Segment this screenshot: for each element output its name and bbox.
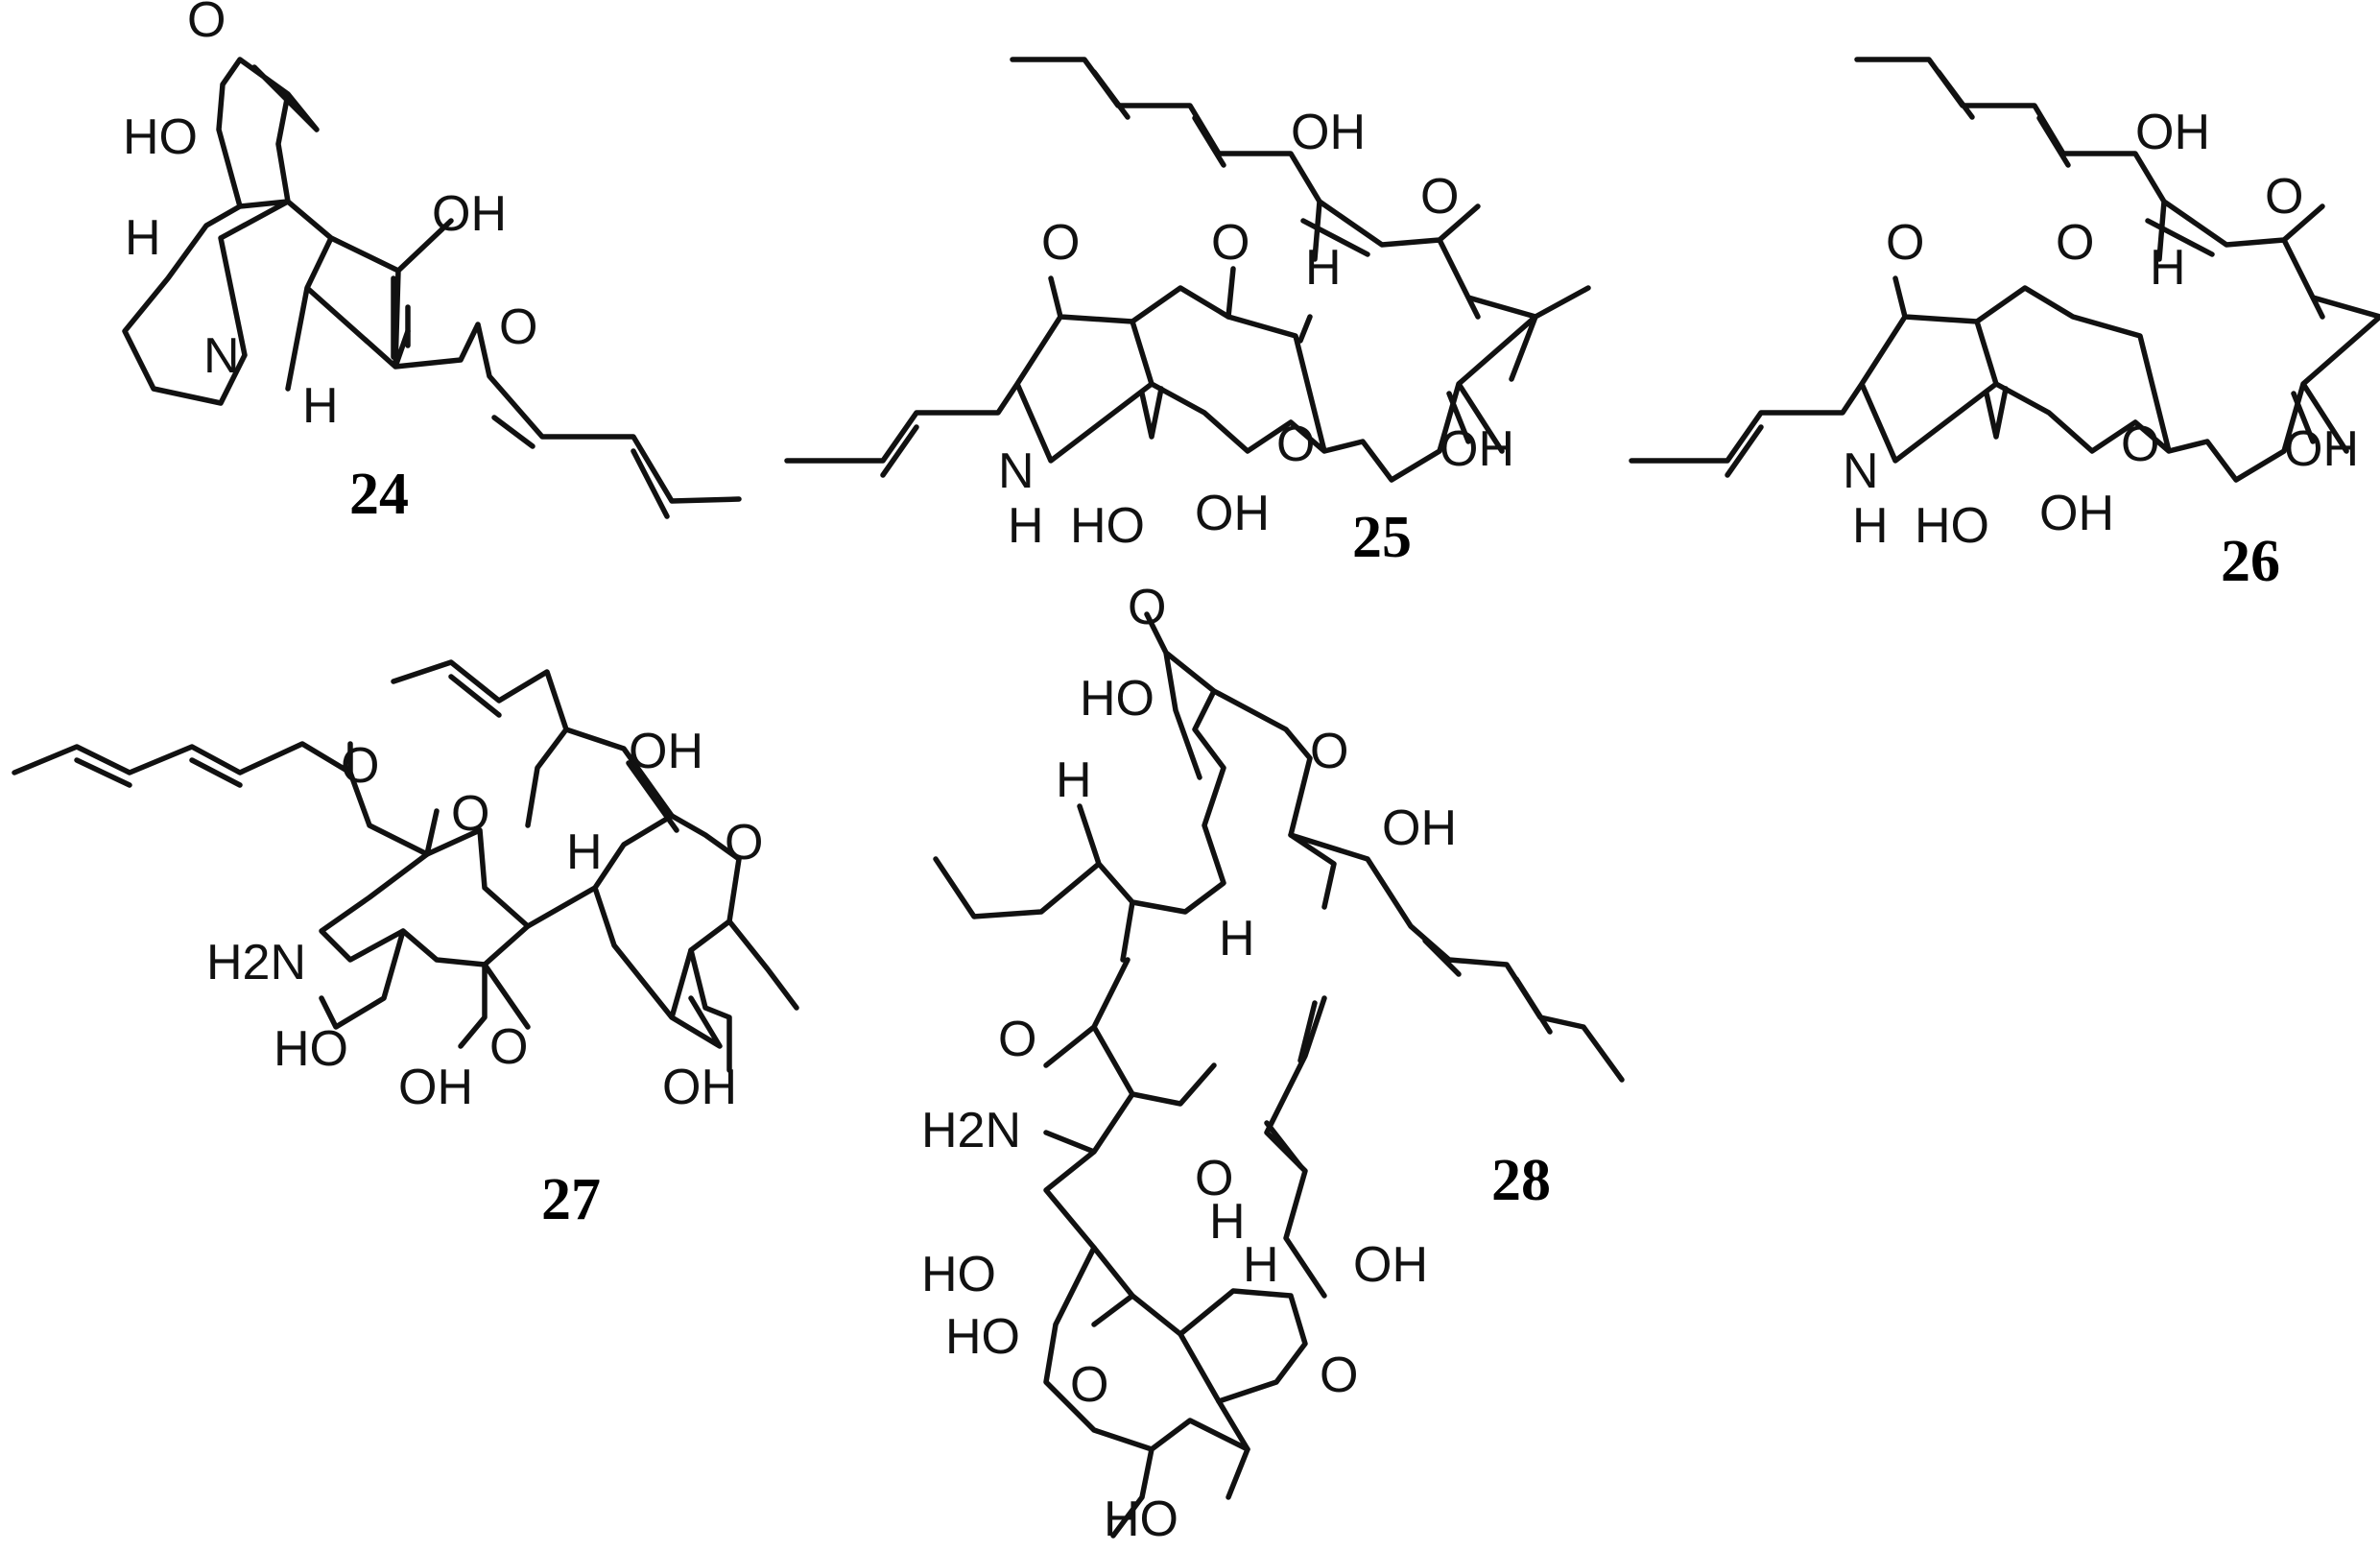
compound-27-oh-top: OH — [629, 724, 703, 779]
compound-28-h-ring2: H — [1243, 1237, 1279, 1293]
compound-24-ho: HO — [123, 109, 198, 165]
compound-28-oh-enol: OH — [1382, 800, 1457, 856]
compound-25-label: 25 — [1352, 505, 1412, 570]
compound-28-h2n: H2N — [921, 1103, 1021, 1158]
compound-28-structure: O HO H O OH H O H2N O H H OH HO HO O O H… — [921, 580, 1625, 1547]
compound-28-o-amide: O — [998, 1012, 1036, 1067]
compound-25-ho-bottom: HO — [1070, 498, 1145, 554]
compound-26-structure: OH O O O H OH O N H HO OH 26 — [1629, 57, 2380, 594]
compound-26-o2: O — [2056, 215, 2094, 271]
compound-27-oh-center: OH — [398, 1060, 473, 1115]
compound-28-h-lower: H — [1219, 911, 1255, 966]
compound-26-nh-h: H — [1852, 498, 1889, 554]
compound-26-oh-top: OH — [2135, 105, 2210, 160]
compound-24-n: N — [203, 328, 240, 384]
compound-25-oh-right: OH — [1440, 421, 1514, 477]
compound-28-h-left: H — [1056, 752, 1092, 808]
compound-25-nh-h: H — [1008, 498, 1044, 554]
compound-28-ho-2: HO — [945, 1309, 1020, 1365]
compound-27-o-acyl: O — [341, 738, 379, 794]
compound-25-o2: O — [1211, 215, 1250, 271]
compound-28-label: 28 — [1491, 1148, 1551, 1213]
compound-25-h-ring: H — [1305, 240, 1342, 296]
compound-28-o-ketone: O — [1310, 724, 1348, 779]
compound-27-h-ring: H — [566, 824, 603, 880]
compound-28-ho-bottom: HO — [1104, 1491, 1178, 1547]
compound-26-o-furan: O — [2121, 417, 2159, 472]
compound-27-structure: O O O OH H H2N HO O OH OH 27 — [12, 659, 799, 1232]
compound-25-structure: OH O O O H OH O N H HO OH 25 — [784, 57, 1591, 570]
compound-25-oh-top: OH — [1291, 105, 1366, 160]
compound-24-h-upper: H — [125, 210, 161, 266]
compound-24-o-ketone: O — [499, 299, 537, 355]
compound-28-o-ring: O — [1195, 1151, 1233, 1206]
compound-24-oh: OH — [432, 186, 507, 242]
compound-24-h-lower: H — [302, 378, 339, 434]
compound-25-n: N — [998, 443, 1035, 499]
compound-25-o3: O — [1420, 169, 1459, 225]
compound-25-oh-bottom: OH — [1195, 486, 1270, 541]
compound-26-label: 26 — [2221, 529, 2280, 594]
compound-26-o3: O — [2265, 169, 2303, 225]
compound-25-o-furan: O — [1276, 417, 1315, 472]
compound-26-oh-right: OH — [2284, 421, 2359, 477]
compound-27-label: 27 — [541, 1167, 601, 1232]
compound-28-o-bridge: O — [1128, 580, 1166, 635]
compound-28-oh-lower: OH — [1353, 1237, 1428, 1293]
compound-27-h2n: H2N — [206, 935, 306, 990]
compound-28-o-furan: O — [1070, 1357, 1108, 1413]
compound-28-ho-1: HO — [921, 1247, 996, 1302]
compound-28-h-ring1: H — [1209, 1194, 1246, 1250]
compound-27-o-ring2: O — [725, 815, 763, 871]
compound-28-ho-bridge: HO — [1080, 671, 1154, 727]
compound-27-o-furan: O — [489, 1019, 528, 1075]
compound-24-structure: O HO OH O N H H 24 — [122, 0, 742, 527]
compound-26-n: N — [1843, 443, 1879, 499]
compound-27-ho-left: HO — [274, 1021, 348, 1077]
compound-26-oh-bottom: OH — [2039, 486, 2114, 541]
compound-24-o-bridge: O — [187, 0, 226, 48]
compound-27-oh-right: OH — [662, 1060, 737, 1115]
compound-28-o-ketone2: O — [1320, 1348, 1358, 1403]
compound-24-label: 24 — [349, 462, 409, 527]
compound-27-o-ring1: O — [451, 786, 489, 842]
compound-25-o1: O — [1041, 215, 1080, 271]
compound-26-o1: O — [1886, 215, 1924, 271]
compound-26-h-ring: H — [2150, 240, 2186, 296]
compound-26-ho-bottom: HO — [1915, 498, 1989, 554]
